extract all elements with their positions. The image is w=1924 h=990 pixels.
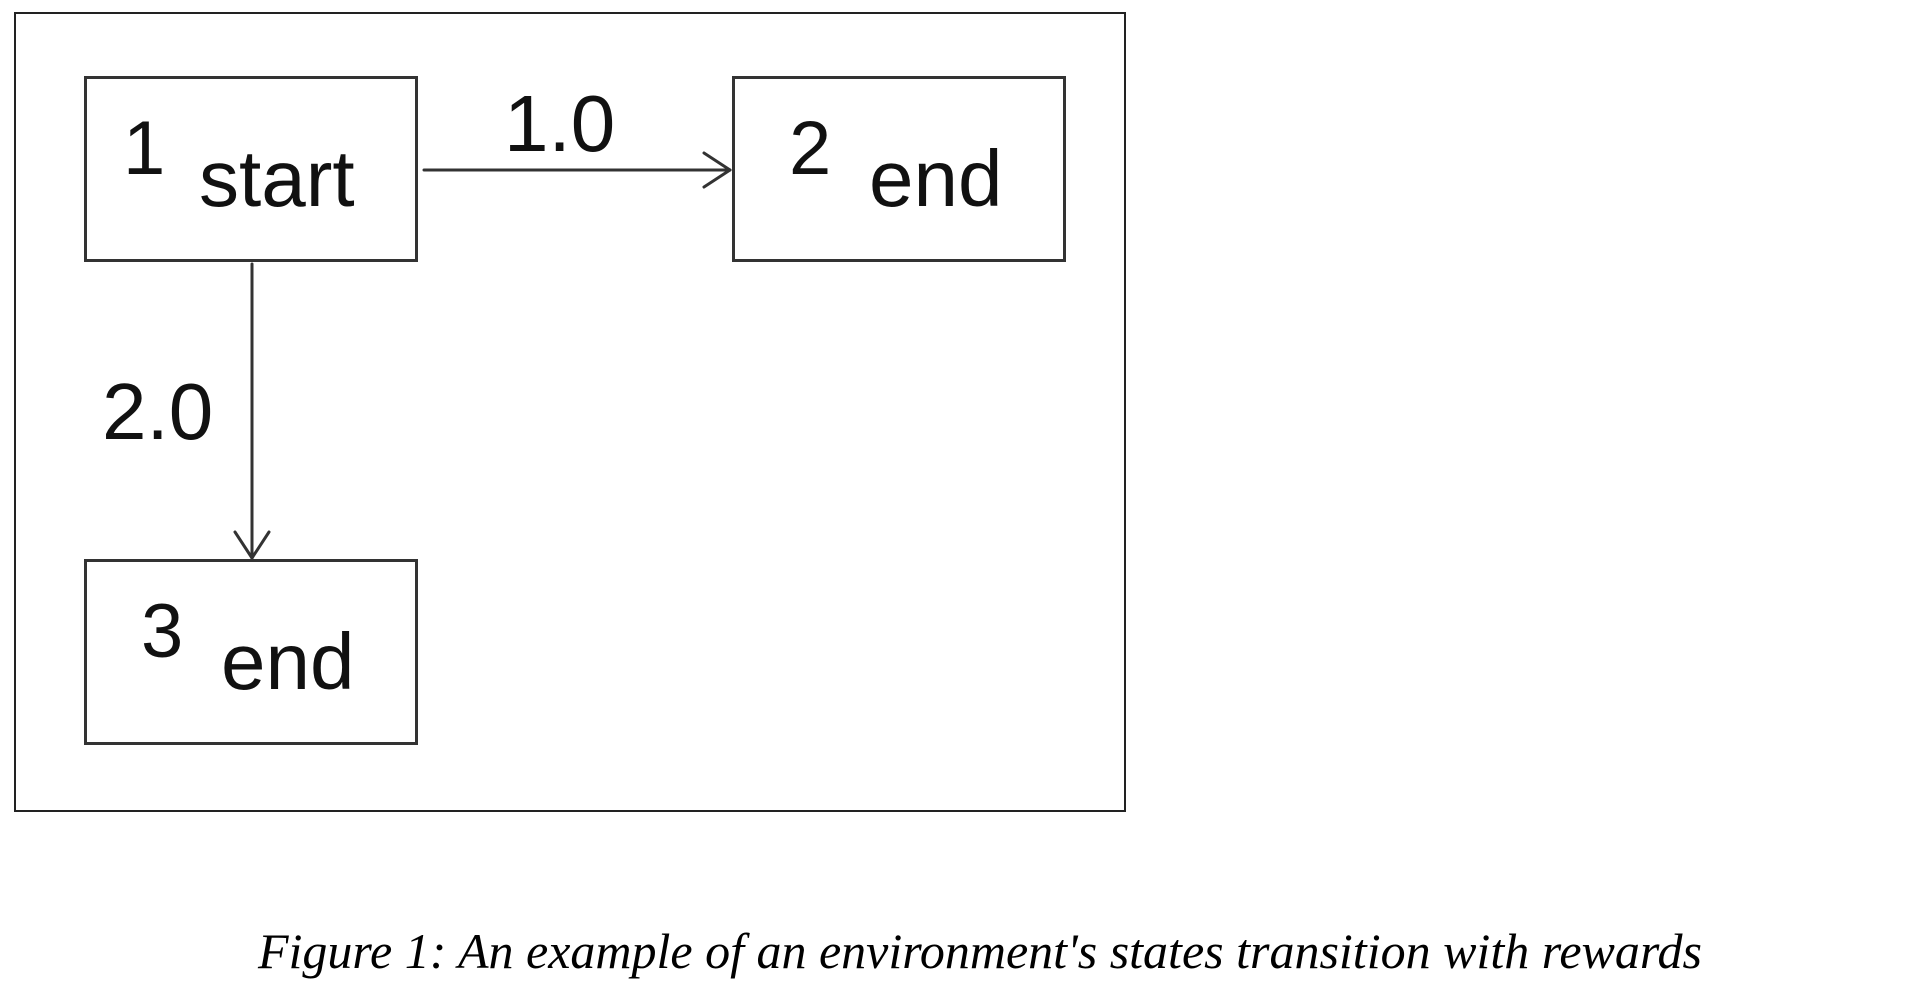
figure-caption: Figure 1: An example of an environment's… [258,923,1702,979]
state-2-number: 2 [789,106,832,191]
diagram-frame: 1 start 2 end 3 end 1.0 2.0 [14,12,1126,812]
edge-1-to-3-reward-label: 2.0 [102,367,214,456]
state-box-3: 3 end [84,559,418,745]
edge-1-to-3-arrowhead [233,530,271,560]
state-1-label: start [199,134,355,223]
edge-1-to-2-reward-label: 1.0 [504,79,616,168]
state-2-label: end [869,134,1003,223]
cropped-preceding-text [0,0,1924,12]
state-box-2: 2 end [732,76,1066,262]
edges-layer [233,151,732,560]
state-1-number: 1 [123,106,166,191]
edge-1-to-2-arrowhead [702,151,732,189]
state-3-label: end [221,617,355,706]
state-3-number: 3 [141,589,184,674]
state-box-1: 1 start [84,76,418,262]
